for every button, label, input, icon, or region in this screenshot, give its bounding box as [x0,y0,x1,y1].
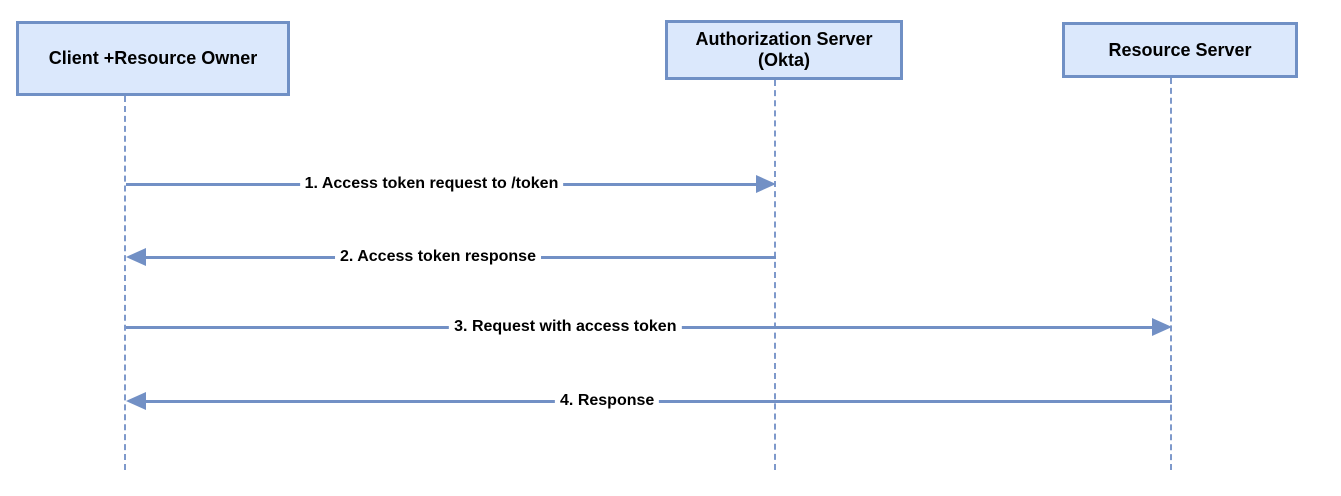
message-label-4: 4. Response [555,392,660,410]
arrowhead-right-icon [1152,318,1172,336]
actor-label-authorization-server: Authorization Server (Okta) [695,29,873,70]
actor-box-resource-server: Resource Server [1062,22,1298,78]
message-arrow-2: 2. Access token response [126,240,776,276]
message-label-1: 1. Access token request to /token [299,175,564,193]
message-arrow-4: 4. Response [126,384,1172,420]
actor-label-client: Client +Resource Owner [48,48,258,69]
actor-box-authorization-server: Authorization Server (Okta) [665,20,903,80]
arrowhead-left-icon [126,392,146,410]
message-label-3: 3. Request with access token [449,318,682,336]
arrowhead-left-icon [126,248,146,266]
actor-label-resource-server: Resource Server [1108,39,1252,60]
lifeline-resource-server [1170,78,1172,470]
message-arrow-3: 3. Request with access token [126,310,1172,346]
message-label-2: 2. Access token response [335,248,541,266]
actor-box-client: Client +Resource Owner [16,21,290,96]
arrowhead-right-icon [756,175,776,193]
message-arrow-1: 1. Access token request to /token [126,167,776,203]
lifeline-authorization-server [774,80,776,470]
lifeline-client [124,96,126,470]
